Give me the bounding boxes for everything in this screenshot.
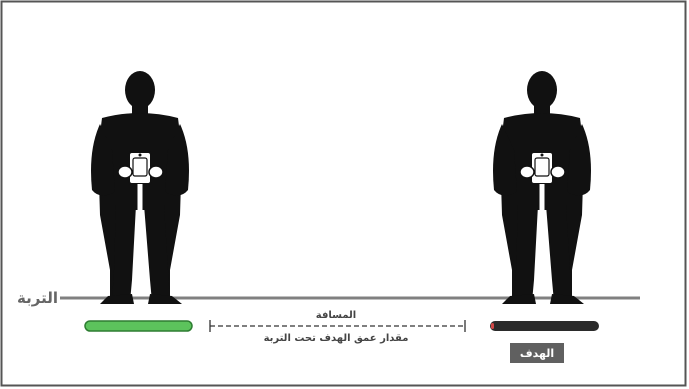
signal-bar-strong bbox=[85, 321, 192, 331]
person-with-detector-left bbox=[91, 71, 189, 304]
soil-label: التربة bbox=[17, 289, 58, 307]
distance-label: المسافة bbox=[316, 310, 356, 321]
person-with-detector-right bbox=[493, 71, 591, 304]
target-label: الهدف bbox=[520, 347, 554, 360]
signal-bar-weak-tip bbox=[491, 323, 494, 329]
depth-label: مقدار عمق الهدف تحت التربة bbox=[264, 333, 409, 344]
signal-bar-weak bbox=[490, 321, 599, 331]
